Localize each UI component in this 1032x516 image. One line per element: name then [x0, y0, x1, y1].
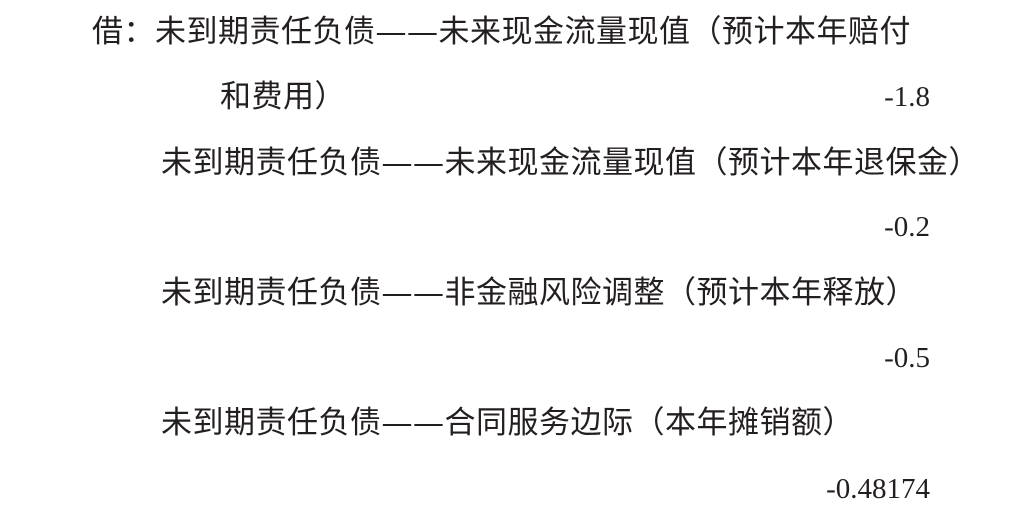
entry-line-5-text: 未到期责任负债——非金融风险调整（预计本年释放）: [161, 275, 917, 311]
amount-4: -0.48174: [826, 473, 930, 505]
entry-line-7-text: 未到期责任负债——合同服务边际（本年摊销额）: [161, 405, 854, 441]
debit-prefix: 借：: [92, 14, 155, 50]
line-1-text: 未到期责任负债——未来现金流量现值（预计本年赔付: [155, 14, 911, 50]
amount-2: -0.2: [884, 211, 930, 243]
entry-line-2-text: 和费用）: [220, 79, 346, 115]
entry-line-1: 借：未到期责任负债——未来现金流量现值（预计本年赔付: [92, 12, 911, 52]
amount-1: -1.8: [884, 81, 930, 113]
entry-line-3-text: 未到期责任负债——未来现金流量现值（预计本年退保金）: [161, 145, 980, 181]
amount-3: -0.5: [884, 342, 930, 374]
